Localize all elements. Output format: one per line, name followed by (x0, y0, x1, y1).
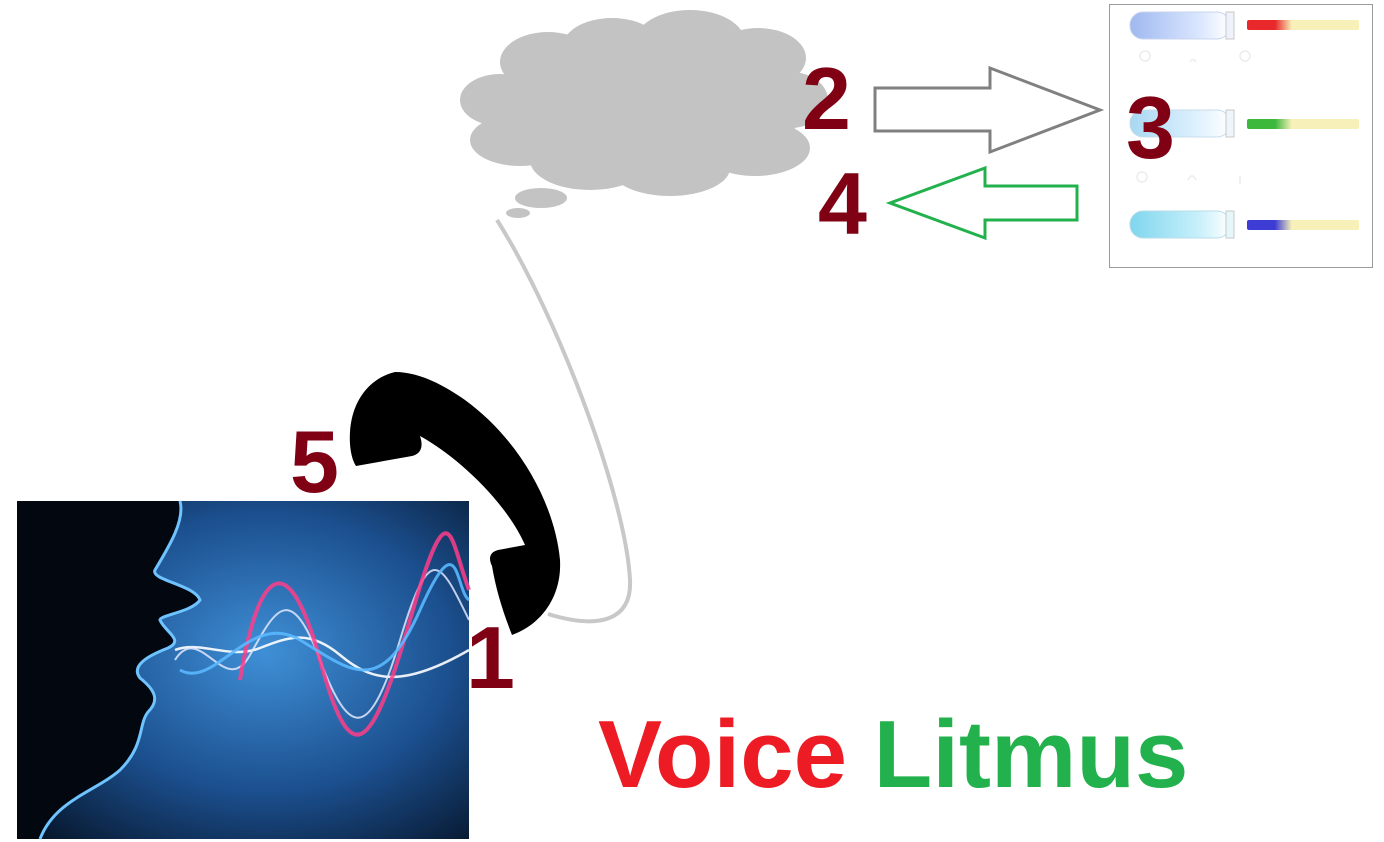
speaking-face-sound-waves-icon (17, 500, 471, 840)
title-word-litmus: Litmus (873, 701, 1189, 808)
title-word-voice: Voice (598, 701, 847, 808)
telephone-handset-icon (349, 372, 561, 635)
right-arrow-icon (873, 65, 1105, 155)
step-number-2: 2 (802, 49, 851, 148)
thought-cloud-icon (460, 10, 828, 218)
left-arrow-icon (885, 165, 1079, 241)
step-number-5: 5 (290, 412, 339, 511)
step-number-4: 4 (818, 154, 867, 253)
telephone-cord (495, 218, 633, 624)
diagram-title: Voice Litmus (598, 704, 1188, 806)
litmus-test-tubes-icon (1109, 4, 1373, 268)
step-number-3: 3 (1126, 78, 1175, 177)
step-number-1: 1 (466, 608, 515, 707)
